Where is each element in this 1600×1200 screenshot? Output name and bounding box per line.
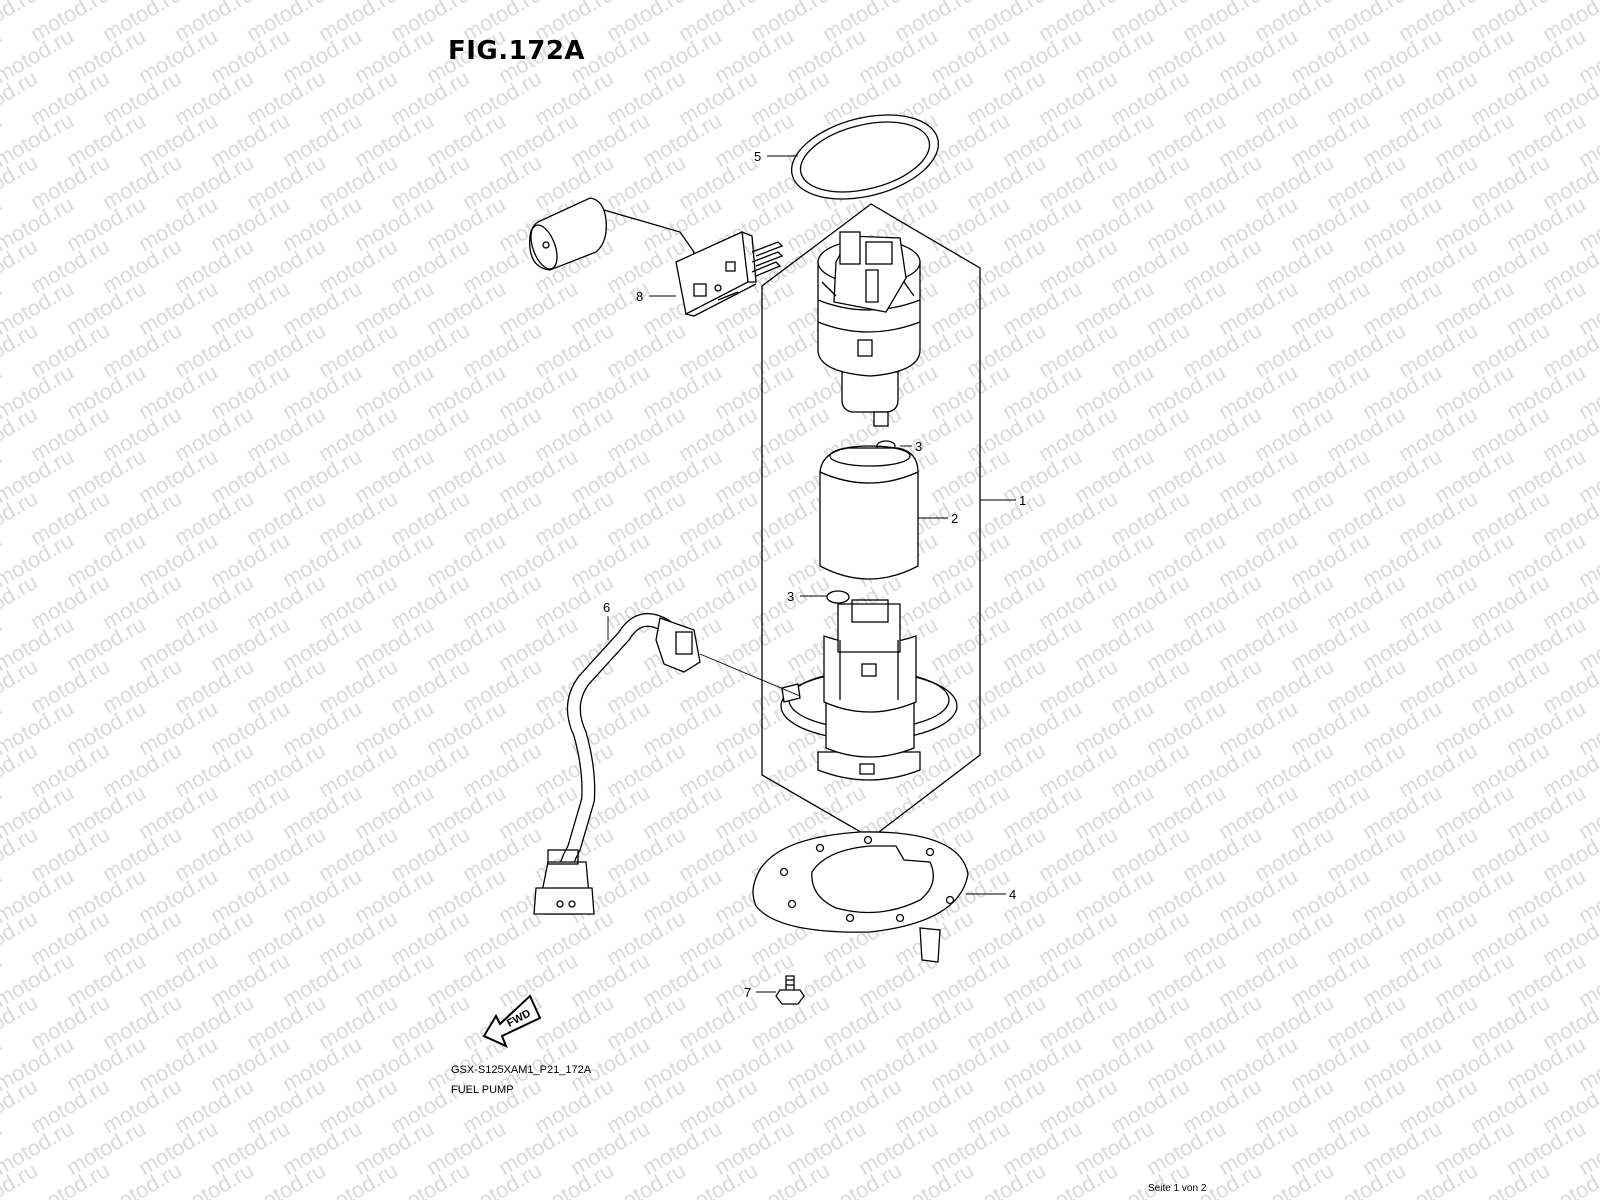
callout-4: 4 bbox=[1009, 887, 1016, 902]
figure-title: FIG.172A bbox=[448, 36, 586, 66]
callout-2: 2 bbox=[951, 511, 958, 526]
callout-7: 7 bbox=[744, 985, 751, 1000]
figure-code: GSX-S125XAM1_P21_172A bbox=[451, 1064, 592, 1076]
part-2-filter-sleeve bbox=[819, 445, 919, 580]
page-indicator: Seite 1 von 2 bbox=[1148, 1183, 1207, 1194]
callout-8: 8 bbox=[636, 289, 643, 304]
figure-name: FUEL PUMP bbox=[451, 1084, 514, 1096]
watermark-text: motod.ru bbox=[1574, 0, 1600, 4]
callout-3-upper: 3 bbox=[915, 439, 922, 454]
callout-6: 6 bbox=[603, 600, 610, 615]
callout-3-lower: 3 bbox=[787, 589, 794, 604]
callout-1: 1 bbox=[1019, 493, 1026, 508]
callout-5: 5 bbox=[754, 149, 761, 164]
part-3-o-ring-lower bbox=[826, 590, 850, 604]
